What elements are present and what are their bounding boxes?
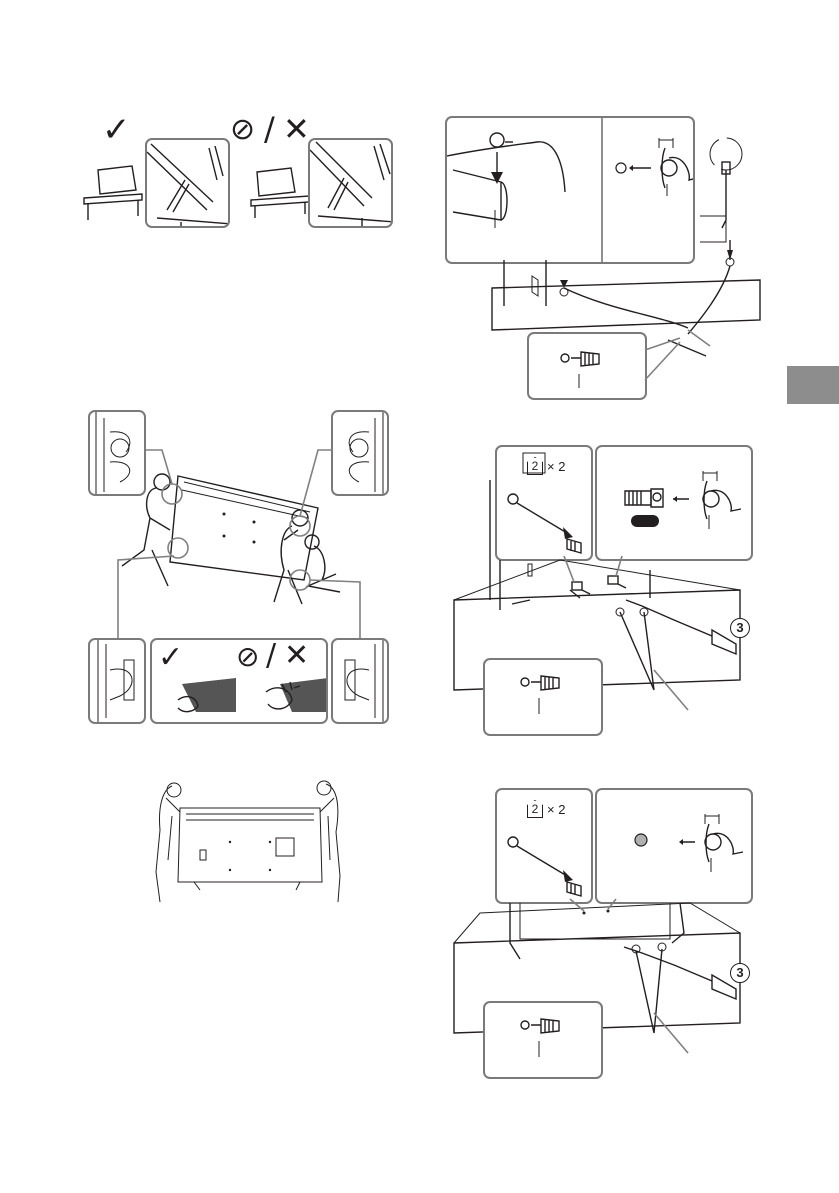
screwdriver-step-3-badge: 3: [730, 618, 750, 638]
figure-carry-tv: ✓ ⊘ / ✕: [78, 410, 393, 725]
screw-detail-callout-2: [483, 658, 603, 736]
stand-detail-correct-callout: [145, 138, 230, 228]
stand-detail-wrong-callout: [308, 138, 393, 228]
two-people-back-view-illustration: [150, 780, 350, 905]
figure-carry-tv-back: [150, 780, 350, 905]
slash-mark: /: [264, 110, 275, 148]
figure-bolt-installation-2: 2 × 2 3: [440, 783, 770, 1083]
tv-on-stand-wrong-illustration: [247, 160, 317, 230]
tv-on-stand-correct-illustration: [80, 160, 150, 230]
ok-check-mark: ✓: [102, 110, 131, 150]
figure-bolt-installation-1: 2 × 2: [440, 440, 770, 740]
grip-detail-bottom-left: [88, 638, 146, 724]
prohibited-mark: ⊘: [230, 112, 255, 147]
hand-grip-comparison-callout: ✓ ⊘ / ✕: [150, 638, 328, 724]
two-people-carrying-tv-illustration: [78, 410, 393, 640]
section-tab: [787, 366, 839, 404]
screwdriver-step-3-badge: 3: [730, 963, 750, 983]
figure-stand-placement: ✓ ⊘ / ✕: [80, 110, 395, 235]
grip-detail-bottom-right: [331, 638, 389, 724]
screw-detail-callout-3: [483, 1001, 603, 1079]
figure-strap-installation-1: [440, 110, 770, 402]
screw-detail-callout: [527, 332, 647, 400]
ng-cross-mark: ✕: [283, 110, 310, 148]
